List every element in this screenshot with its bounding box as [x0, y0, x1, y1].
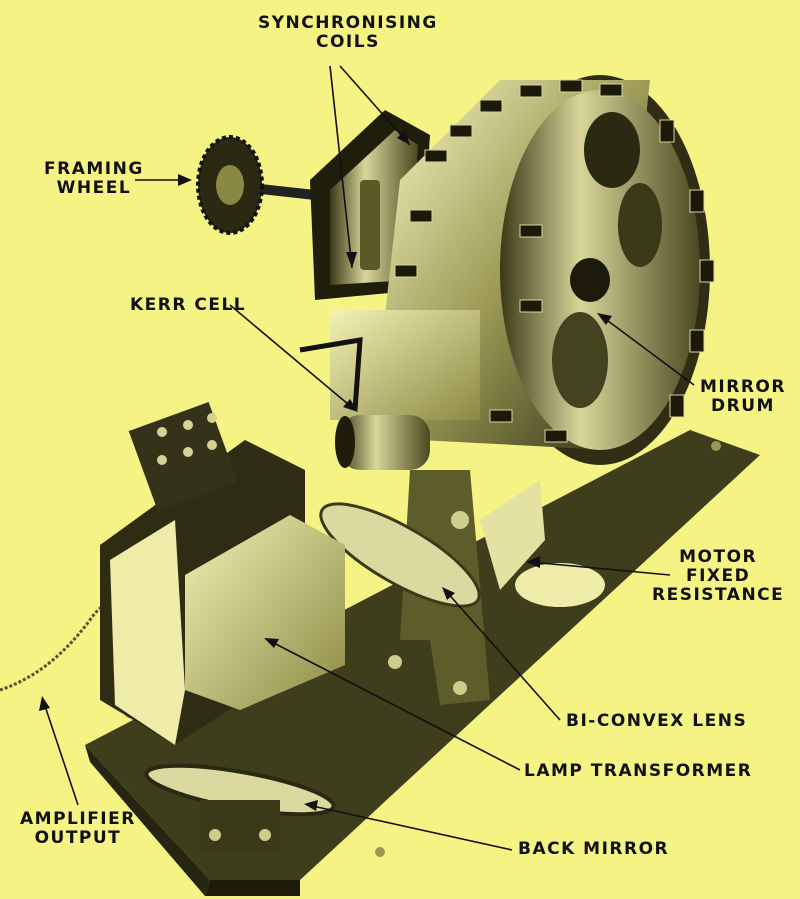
- label-synchronising-coils: SYNCHRONISING COILS: [258, 14, 438, 52]
- leader-amplifier-output: [42, 699, 79, 806]
- leader-mirror-drum: [599, 314, 695, 386]
- leader-back-mirror: [307, 804, 513, 851]
- mirror-drum: [380, 75, 715, 465]
- leader-kerr-cell: [229, 304, 356, 411]
- leader-sync-coils-1: [329, 65, 353, 269]
- label-motor-line3: RESISTANCE: [652, 585, 785, 605]
- label-mirror-drum: MIRROR DRUM: [700, 378, 786, 416]
- leader-bi-convex-lens: [444, 589, 561, 721]
- label-back-mirror: BACK MIRROR: [518, 839, 670, 859]
- label-framing-wheel-line1: FRAMING: [44, 159, 144, 179]
- lamp-transformer: [100, 402, 345, 745]
- amplifier-cable: [0, 596, 126, 692]
- label-motor-fixed-resistance: MOTOR FIXED RESISTANCE: [652, 548, 784, 605]
- label-synchronising-coils-line1: SYNCHRONISING: [258, 13, 438, 33]
- back-mirror: [144, 763, 336, 850]
- framing-wheel: [196, 135, 361, 235]
- label-amplifier-line1: AMPLIFIER: [20, 809, 136, 829]
- label-framing-wheel: FRAMING WHEEL: [44, 160, 144, 198]
- label-motor-line2: FIXED: [685, 566, 751, 586]
- label-amplifier-line2: OUTPUT: [34, 828, 122, 848]
- label-motor-line1: MOTOR: [679, 547, 758, 567]
- label-synchronising-coils-line2: COILS: [316, 32, 380, 52]
- kerr-cell: [299, 337, 430, 470]
- label-mirror-drum-line2: DRUM: [711, 396, 775, 416]
- leader-lamp-transformer: [267, 639, 521, 771]
- arrowheads: [39, 130, 612, 811]
- leader-motor-resistance: [529, 561, 671, 576]
- label-kerr-cell: KERR CELL: [130, 295, 247, 315]
- leader-sync-coils-2: [339, 65, 411, 146]
- label-bi-convex-lens: BI-CONVEX LENS: [566, 711, 748, 731]
- label-mirror-drum-line1: MIRROR: [700, 377, 786, 397]
- label-amplifier-output: AMPLIFIER OUTPUT: [20, 810, 136, 848]
- base-plate: [85, 430, 760, 896]
- bi-convex-lens: [319, 502, 481, 608]
- label-lamp-transformer: LAMP TRANSFORMER: [524, 761, 753, 781]
- label-framing-wheel-line2: WHEEL: [56, 178, 132, 198]
